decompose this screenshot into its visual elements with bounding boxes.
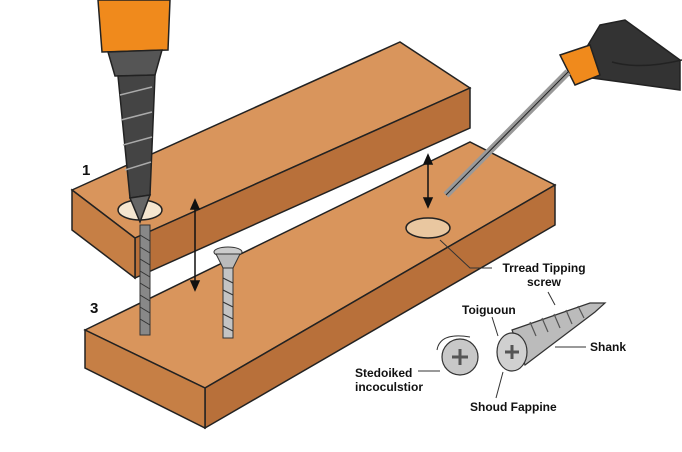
label-stedoiked: Stedoiked incoculstior — [355, 366, 424, 394]
label-thread-tipping: Trread Tipping screw — [502, 261, 586, 289]
top-board — [70, 41, 472, 280]
screw-middle — [213, 246, 243, 339]
screwdriver — [443, 19, 682, 198]
arrows — [189, 153, 434, 292]
leader-lines — [418, 239, 586, 399]
label-toiguoun: Toiguoun — [462, 303, 516, 317]
label-shank: Shank — [590, 340, 627, 354]
screw-left — [139, 224, 151, 336]
step-number-1: 1 — [82, 162, 91, 179]
label-shoud-fappine: Shoud Fappine — [470, 400, 557, 414]
step-number-3: 3 — [90, 300, 99, 317]
drill — [97, 0, 171, 225]
screw-detail — [441, 302, 607, 376]
bottom-board — [83, 141, 557, 430]
